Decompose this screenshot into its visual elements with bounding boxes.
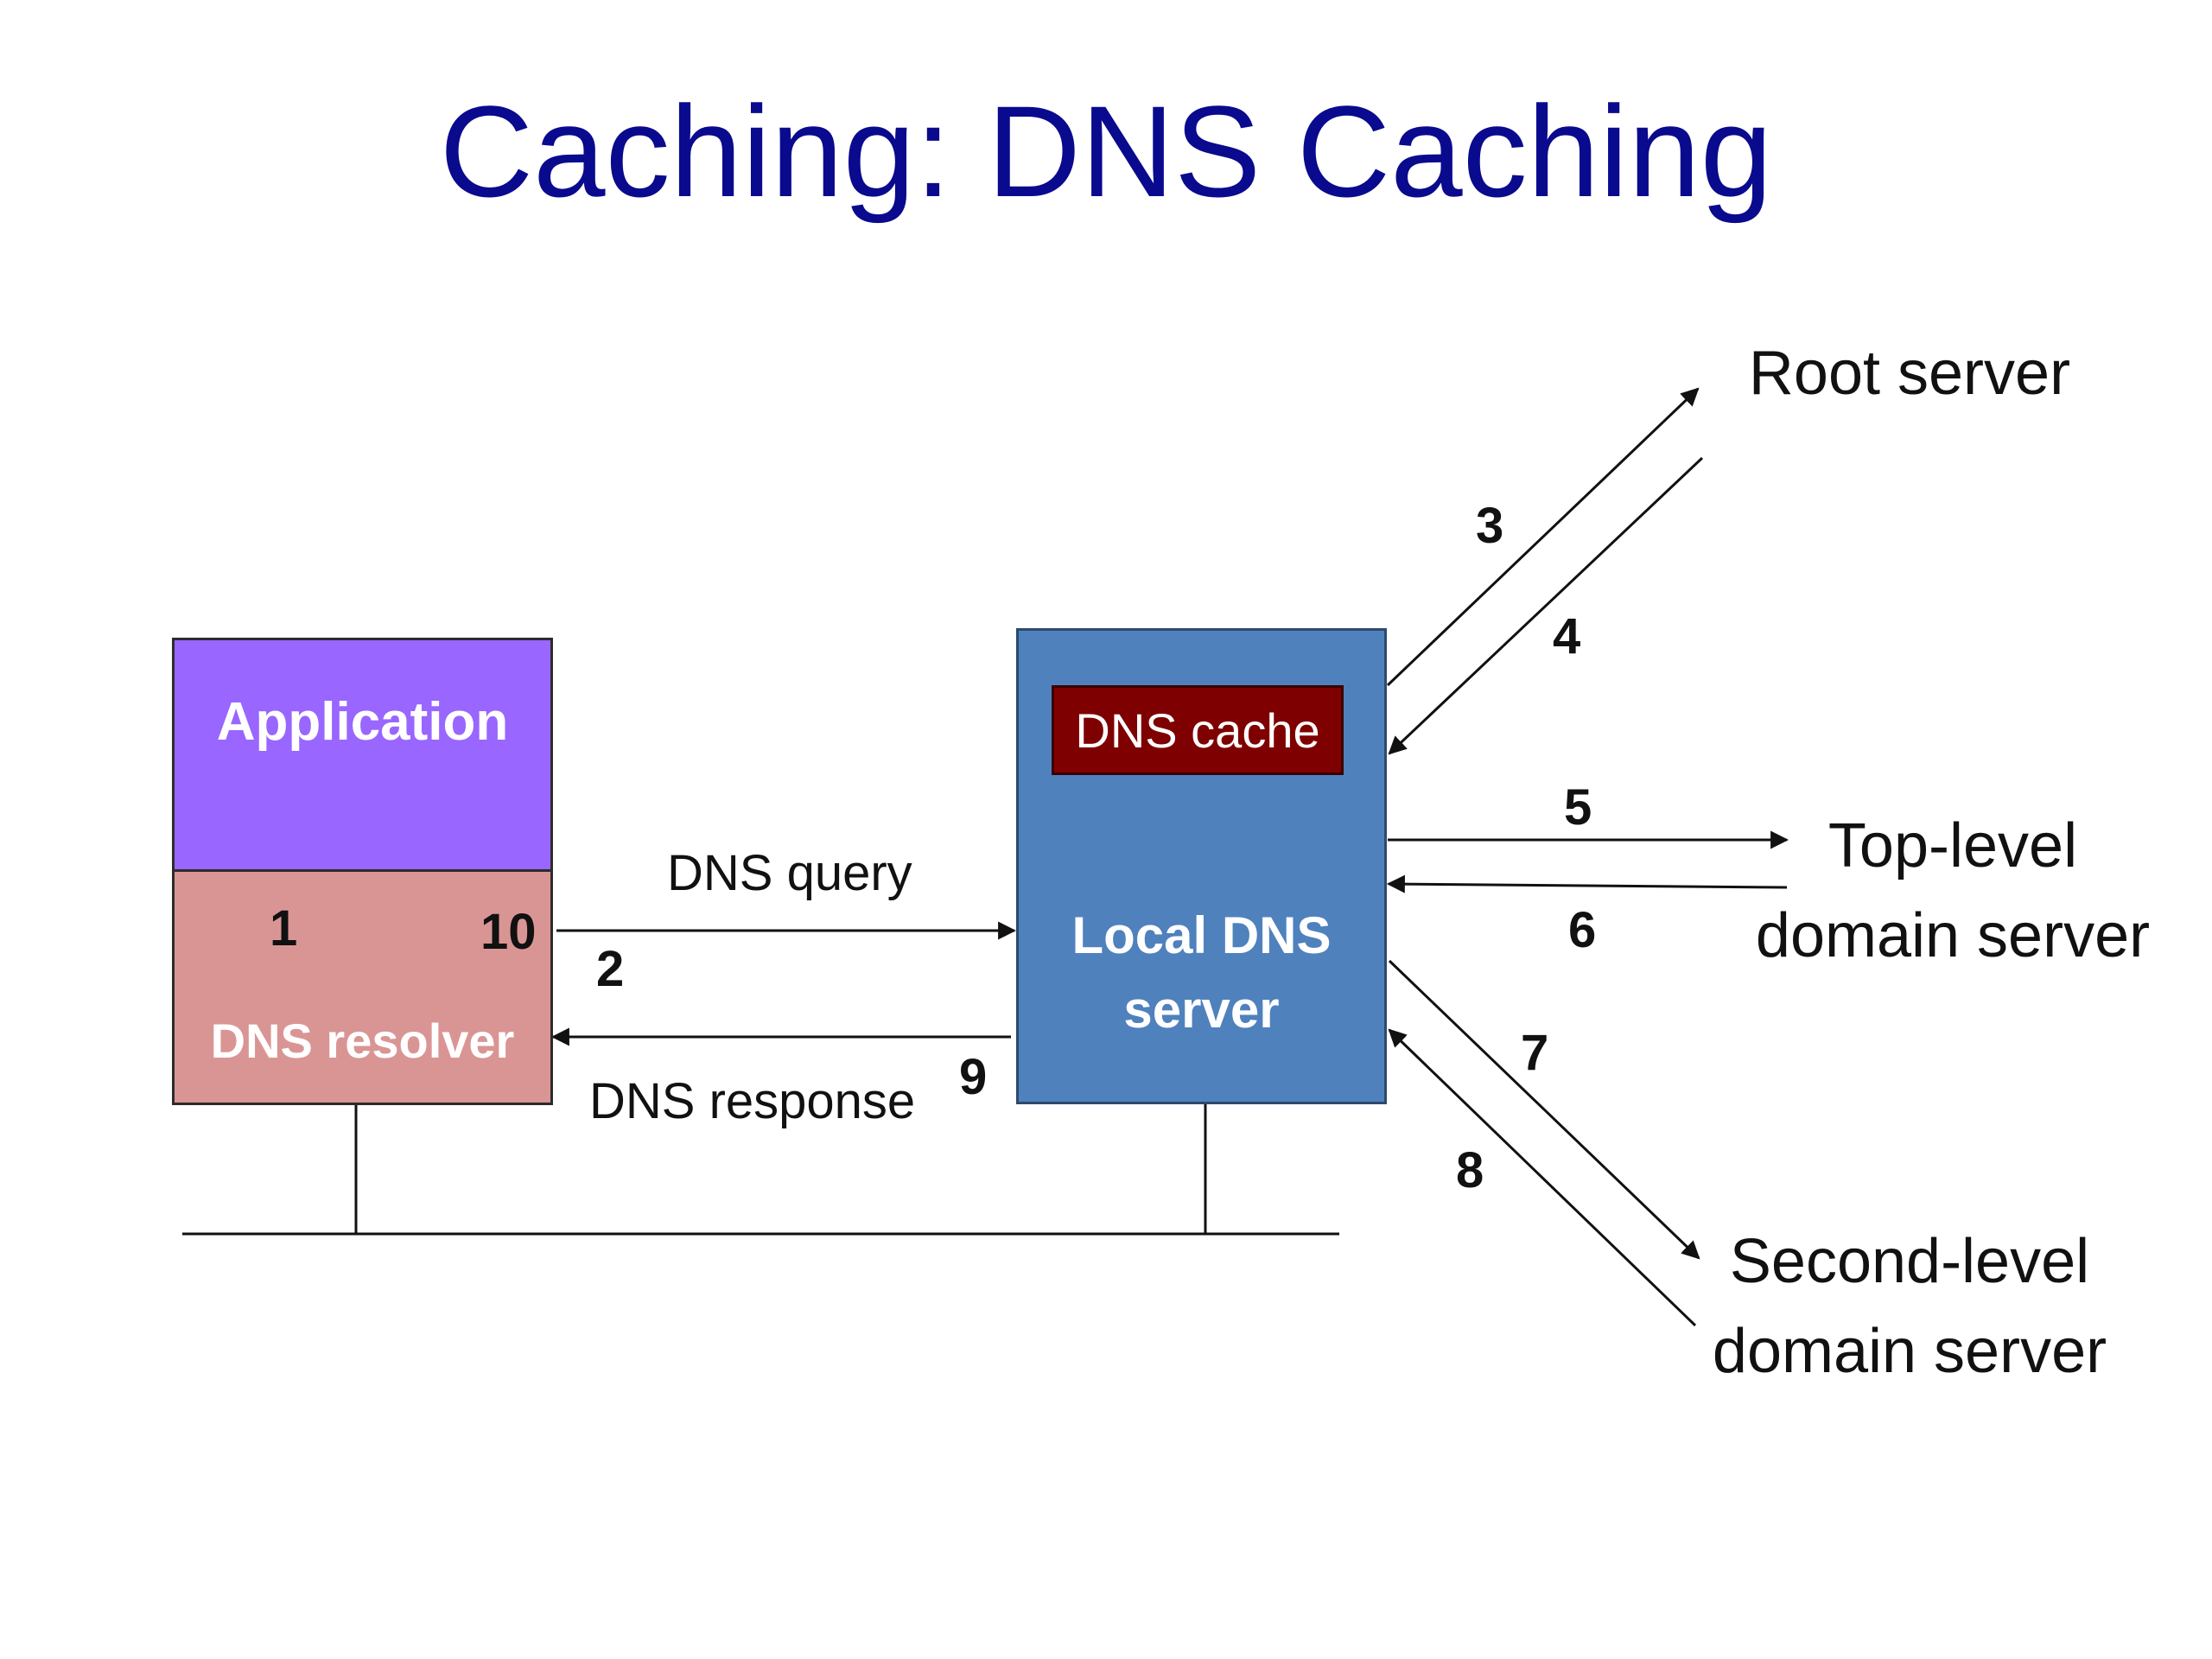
- arrow-step-6: [1386, 874, 1788, 893]
- step-number-8: 8: [1456, 1142, 1484, 1198]
- local-dns-server-label: Local DNS server: [1016, 899, 1387, 1047]
- root-server-label: Root server: [1748, 339, 2071, 408]
- dns-resolver-label: DNS resolver: [210, 1014, 515, 1068]
- dns-cache-box: DNS cache: [1052, 685, 1344, 775]
- application-label: Application: [216, 692, 509, 752]
- dns-resolver-box: [172, 869, 553, 1105]
- arrow-step-3: [1386, 387, 1700, 687]
- arrow-step-4: [1388, 456, 1704, 755]
- step-number-4: 4: [1553, 608, 1581, 664]
- top-level-server-label-line1: Top-level: [1827, 811, 2078, 880]
- step-number-6: 6: [1568, 902, 1597, 958]
- step-number-5: 5: [1564, 779, 1592, 836]
- dns-response-label: DNS response: [589, 1073, 916, 1129]
- second-level-server-label: Second-level domain server: [1685, 1217, 2134, 1396]
- dns-query-label: DNS query: [667, 845, 912, 901]
- second-level-server-label-line2: domain server: [1712, 1317, 2107, 1386]
- local-dns-server-label-line2: server: [1123, 981, 1280, 1039]
- step-number-7: 7: [1521, 1025, 1549, 1081]
- local-dns-server-label-line1: Local DNS: [1071, 906, 1332, 964]
- application-box: [172, 638, 553, 872]
- step-number-9: 9: [959, 1049, 988, 1105]
- step-number-1: 1: [270, 900, 298, 957]
- slide-title: Caching: DNS Caching: [439, 79, 1773, 224]
- arrow-step-7: [1388, 959, 1700, 1260]
- step-number-2: 2: [596, 941, 625, 997]
- arrow-step-8: [1388, 1028, 1697, 1327]
- top-level-server-label-line2: domain server: [1755, 901, 2151, 970]
- second-level-server-label-line1: Second-level: [1729, 1227, 2090, 1296]
- top-level-server-label: Top-level domain server: [1737, 801, 2169, 981]
- step-number-10: 10: [480, 904, 537, 960]
- step-number-3: 3: [1476, 498, 1504, 554]
